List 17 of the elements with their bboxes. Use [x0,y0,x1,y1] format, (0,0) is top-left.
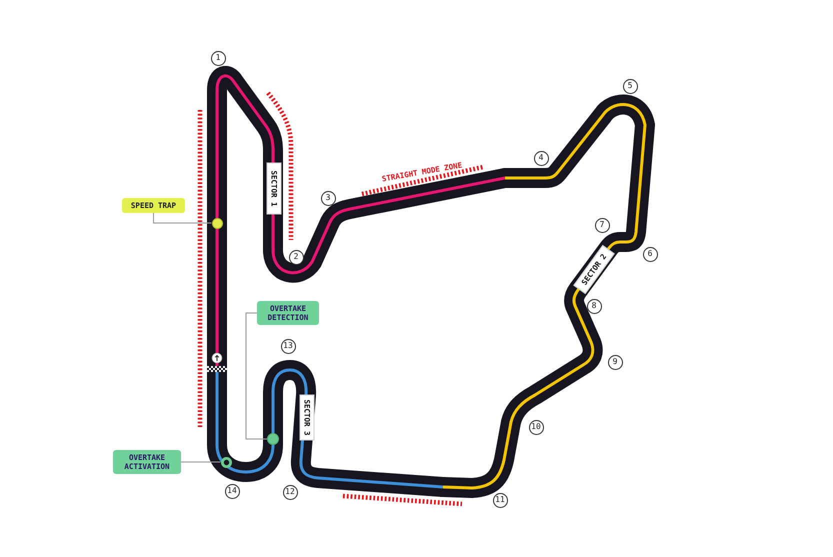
corner-number: 10 [528,420,544,434]
corner-number: 11 [492,492,508,508]
corner-number: 4 [534,150,548,166]
leader-line [153,212,212,224]
leader-line [246,312,268,440]
corner-number: 14 [224,484,240,498]
corner-number: 8 [586,298,602,314]
corner-number: 9 [608,354,622,370]
corner-number: 13 [280,338,296,354]
corner-number: 6 [642,246,658,262]
corner-number: 12 [282,484,298,500]
corner-number: 7 [594,218,610,232]
corner-number: 2 [288,250,304,264]
corner-number: 3 [320,190,336,206]
ring-icon [220,456,232,468]
corner-number: 5 [622,78,638,94]
corner-number: 1 [210,50,226,66]
